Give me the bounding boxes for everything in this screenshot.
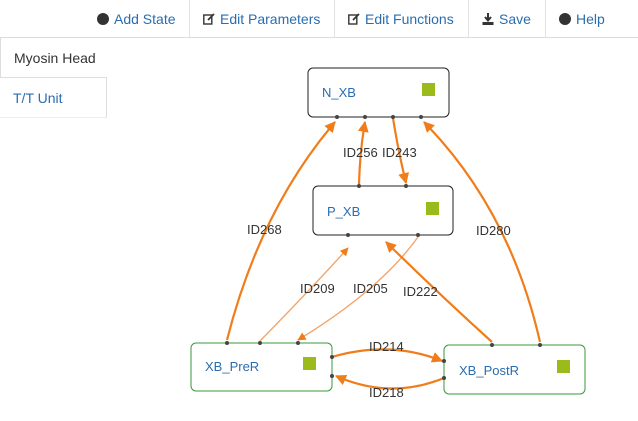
help-label: Help xyxy=(576,10,605,27)
connection-port xyxy=(391,115,395,119)
transition-id205-arrow[interactable] xyxy=(297,236,419,341)
add-state-label: Add State xyxy=(114,10,176,27)
save-label: Save xyxy=(499,10,531,27)
connection-port xyxy=(357,184,361,188)
toolbar: + Add State Edit Parameters Edit Functio… xyxy=(0,0,638,38)
connection-port xyxy=(404,184,408,188)
transition-id256-arrow[interactable] xyxy=(357,120,369,185)
transition-label-id209: ID209 xyxy=(300,281,335,296)
state-marker-icon xyxy=(426,202,439,215)
transition-id218-arrow[interactable] xyxy=(334,374,445,390)
toolbar-divider xyxy=(189,0,190,37)
edit-icon xyxy=(203,12,215,25)
state-label: XB_PostR xyxy=(459,363,519,378)
transition-label-id222: ID222 xyxy=(403,284,438,299)
question-circle-icon: ? xyxy=(559,12,571,25)
transition-id209-arrow[interactable] xyxy=(259,247,349,342)
connection-port xyxy=(330,355,334,359)
tab-label: T/T Unit xyxy=(13,89,63,106)
tab-myosin-head[interactable]: Myosin Head xyxy=(0,38,107,78)
connection-port xyxy=(419,115,423,119)
transition-label-id214: ID214 xyxy=(369,339,404,354)
transition-id268-arrow[interactable] xyxy=(225,121,336,341)
transition-id214-arrow[interactable] xyxy=(331,348,444,363)
plus-circle-icon: + xyxy=(97,12,109,25)
help-button[interactable]: ? Help xyxy=(559,0,605,37)
tab-label: Myosin Head xyxy=(14,49,96,66)
toolbar-divider xyxy=(334,0,335,37)
download-icon xyxy=(482,12,494,25)
connection-port xyxy=(538,343,542,347)
connection-port xyxy=(363,115,367,119)
toolbar-divider xyxy=(545,0,546,37)
state-xb-prer[interactable]: XB_PreR xyxy=(190,341,334,392)
transition-id280-arrow[interactable] xyxy=(423,121,542,343)
connection-port xyxy=(442,376,446,380)
transition-label-id268: ID268 xyxy=(247,222,282,237)
transition-id222-arrow[interactable] xyxy=(385,241,493,343)
connection-port xyxy=(416,233,420,237)
edit-parameters-button[interactable]: Edit Parameters xyxy=(203,0,320,37)
connection-port xyxy=(490,343,494,347)
toolbar-divider xyxy=(468,0,469,37)
connection-port xyxy=(258,341,262,345)
state-p-xb[interactable]: P_XB xyxy=(312,184,454,237)
connection-port xyxy=(442,359,446,363)
state-n-xb[interactable]: N_XB xyxy=(307,67,450,119)
state-label: XB_PreR xyxy=(205,359,259,374)
transition-label-id218: ID218 xyxy=(369,385,404,400)
state-label: N_XB xyxy=(322,85,356,100)
model-tabs: Myosin Head T/T Unit xyxy=(0,38,107,118)
state-label: P_XB xyxy=(327,204,360,219)
edit-functions-label: Edit Functions xyxy=(365,10,454,27)
connection-port xyxy=(335,115,339,119)
connection-port xyxy=(225,341,229,345)
transition-label-id280: ID280 xyxy=(476,223,511,238)
edit-parameters-label: Edit Parameters xyxy=(220,10,321,27)
transition-id243-arrow[interactable] xyxy=(391,117,410,185)
edit-icon xyxy=(348,12,360,25)
transition-label-id243: ID243 xyxy=(382,145,417,160)
transition-label-id256: ID256 xyxy=(343,145,378,160)
connection-port xyxy=(330,374,334,378)
edit-functions-button[interactable]: Edit Functions xyxy=(348,0,454,37)
state-xb-postr[interactable]: XB_PostR xyxy=(442,343,586,395)
tab-tt-unit[interactable]: T/T Unit xyxy=(0,78,107,118)
connection-port xyxy=(296,341,300,345)
transition-label-id205: ID205 xyxy=(353,281,388,296)
state-marker-icon xyxy=(303,357,316,370)
save-button[interactable]: Save xyxy=(482,0,531,37)
state-marker-icon xyxy=(557,360,570,373)
add-state-button[interactable]: + Add State xyxy=(97,0,176,37)
connection-port xyxy=(346,233,350,237)
state-marker-icon xyxy=(422,83,435,96)
